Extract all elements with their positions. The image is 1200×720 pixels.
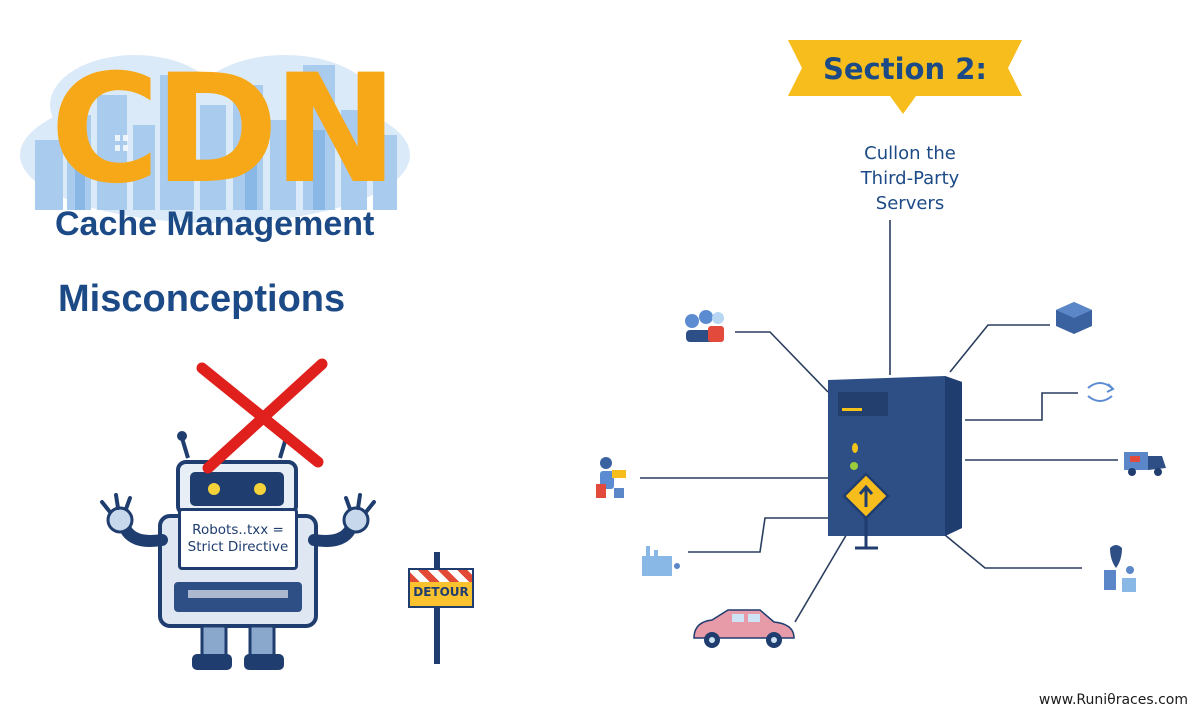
subtitle-cache-management: Cache Management [55, 205, 375, 243]
person-icon [596, 457, 626, 498]
car-icon [693, 609, 795, 648]
robot-sign: Robots..txx = Strict Directive [178, 508, 298, 570]
red-cross-icon [196, 358, 328, 474]
detour-stripes [410, 570, 472, 582]
cycle-arrows-icon [1087, 382, 1115, 402]
subtitle-misconceptions: Misconceptions [58, 278, 346, 320]
map-pin-icon [1104, 545, 1136, 592]
warning-arrow-sign-icon [842, 472, 890, 550]
detour-label: DETOUR [413, 585, 469, 599]
robot-sign-line-2: Strict Directive [187, 539, 289, 555]
connector-lines [640, 220, 1118, 623]
footer-url[interactable]: www.Runiθraces.com [1038, 692, 1188, 708]
detour-sign-post [434, 552, 440, 664]
cdn-title: CDN [50, 43, 398, 217]
caption-line-3: Servers [875, 192, 945, 214]
server-caption: Cullon the Third-Party Servers [810, 142, 1010, 216]
section-banner [788, 40, 1022, 114]
server-tower-icon [828, 376, 962, 536]
factory-icon [642, 546, 680, 576]
caption-line-1: Cullon the [864, 143, 956, 164]
robot-sign-line-1: Robots..txx = [192, 522, 284, 539]
cube-box-icon [1056, 302, 1092, 334]
section-label: Section 2: [823, 52, 987, 86]
detour-sign-icon: DETOUR [408, 568, 474, 608]
truck-icon [1124, 452, 1166, 476]
people-group-icon [685, 310, 724, 342]
caption-line-2: Third-Party [860, 167, 960, 189]
city-skyline-icon [20, 55, 410, 223]
